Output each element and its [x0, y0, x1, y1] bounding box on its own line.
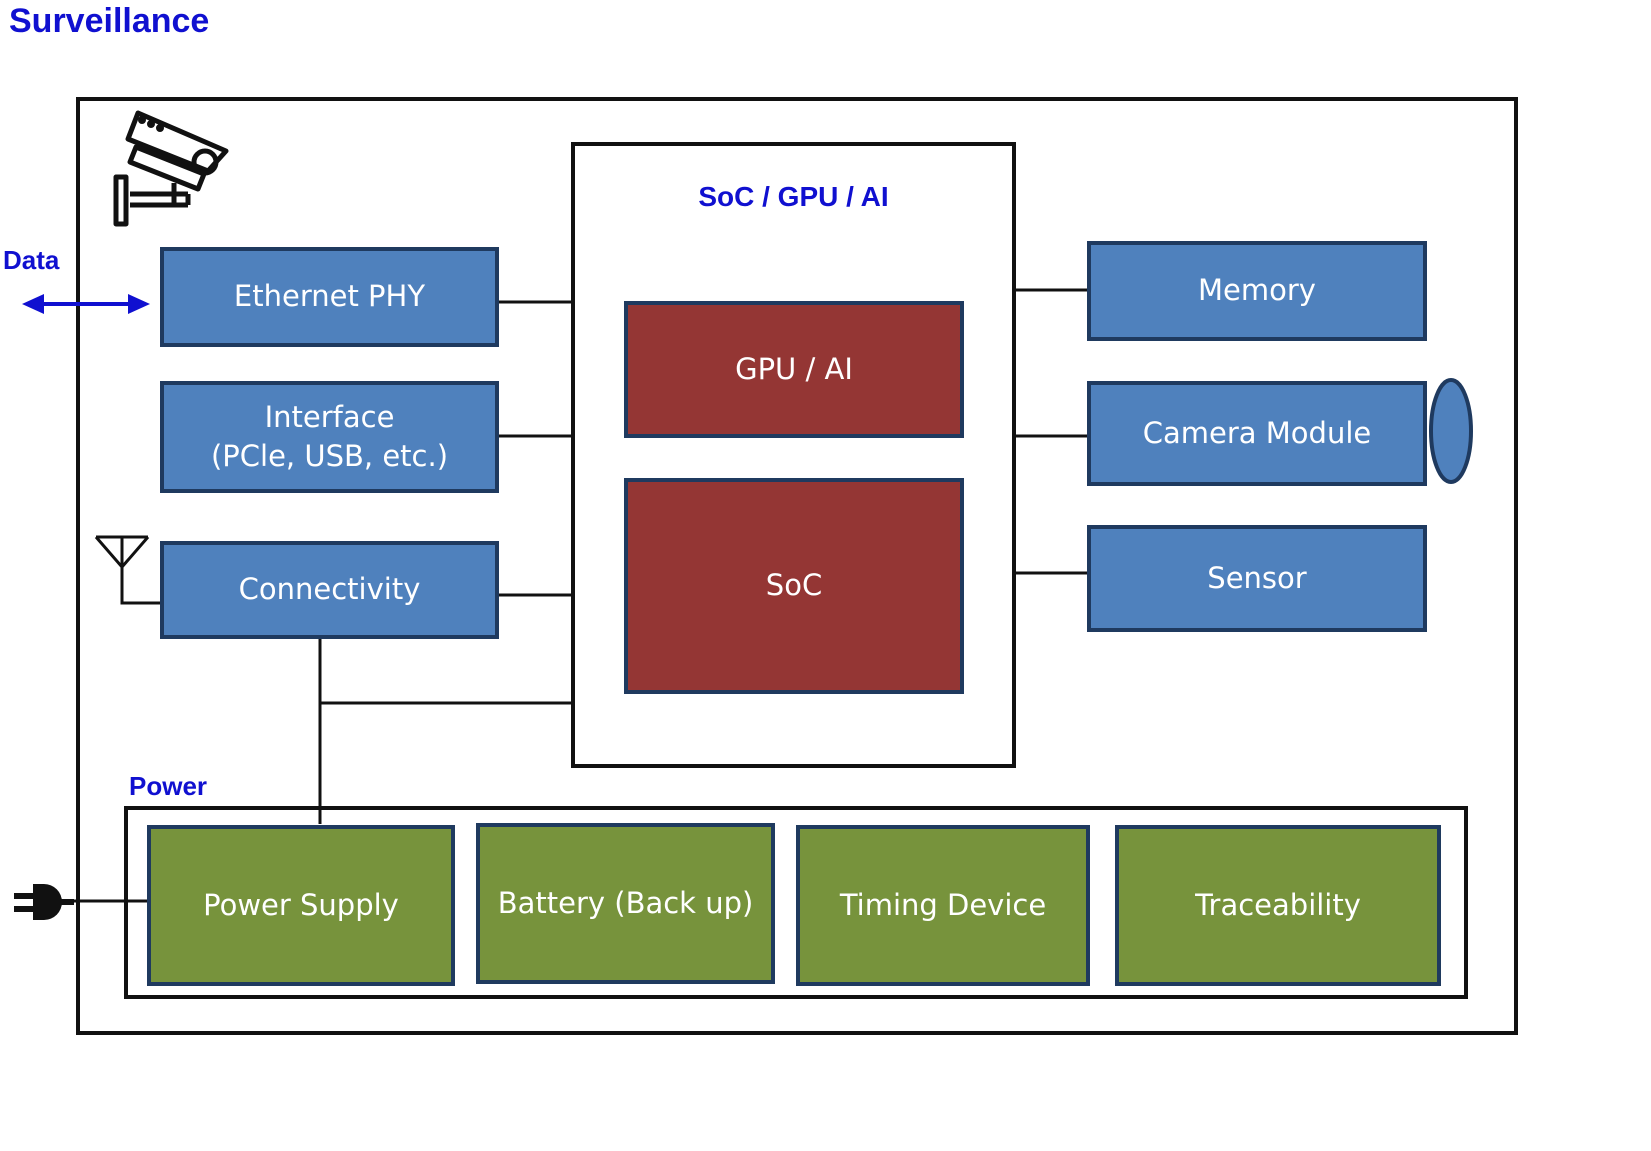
- connectivity-label: Connectivity: [238, 572, 421, 607]
- traceability-label: Traceability: [1195, 887, 1361, 922]
- memory-label: Memory: [1198, 273, 1316, 308]
- camera-lens-icon: [1429, 378, 1473, 484]
- interface-label: Interface: [264, 399, 395, 434]
- camera-module-label: Camera Module: [1142, 415, 1372, 450]
- power-supply-label: Power Supply: [203, 887, 399, 922]
- gpu-ai-block: GPU / AI: [624, 301, 964, 438]
- gpu-ai-label: GPU / AI: [735, 351, 853, 386]
- soc-label: SoC: [765, 568, 823, 603]
- bidirectional-arrow-icon: [22, 294, 150, 314]
- timing-device-block: Timing Device: [796, 825, 1090, 986]
- traceability-block: Traceability: [1115, 825, 1441, 986]
- connectivity-block: Connectivity: [160, 541, 499, 639]
- memory-block: Memory: [1087, 241, 1427, 341]
- connector-lines: [60, 288, 1088, 903]
- sensor-block: Sensor: [1087, 525, 1427, 632]
- sensor-label: Sensor: [1207, 560, 1307, 595]
- interface-sublabel: (PCle, USB, etc.): [210, 439, 449, 473]
- ethernet-phy-block: Ethernet PHY: [160, 247, 499, 347]
- soc-group-label: SoC / GPU / AI: [698, 181, 889, 212]
- security-camera-icon: [113, 110, 229, 227]
- antenna-icon: [94, 535, 160, 605]
- interface-block: Interface (PCle, USB, etc.): [160, 381, 499, 493]
- power-plug-icon: [14, 884, 74, 920]
- timing-device-label: Timing Device: [839, 887, 1047, 922]
- camera-module-block: Camera Module: [1087, 381, 1427, 486]
- power-group-label: Power: [129, 771, 208, 801]
- page-title: Surveillance: [9, 2, 210, 40]
- soc-block: SoC: [624, 478, 964, 694]
- battery-block: Battery (Back up): [476, 823, 775, 984]
- battery-label: Battery (Back up): [497, 885, 754, 920]
- ethernet-phy-label: Ethernet PHY: [233, 279, 426, 314]
- power-supply-block: Power Supply: [147, 825, 455, 986]
- data-label: Data: [3, 245, 60, 275]
